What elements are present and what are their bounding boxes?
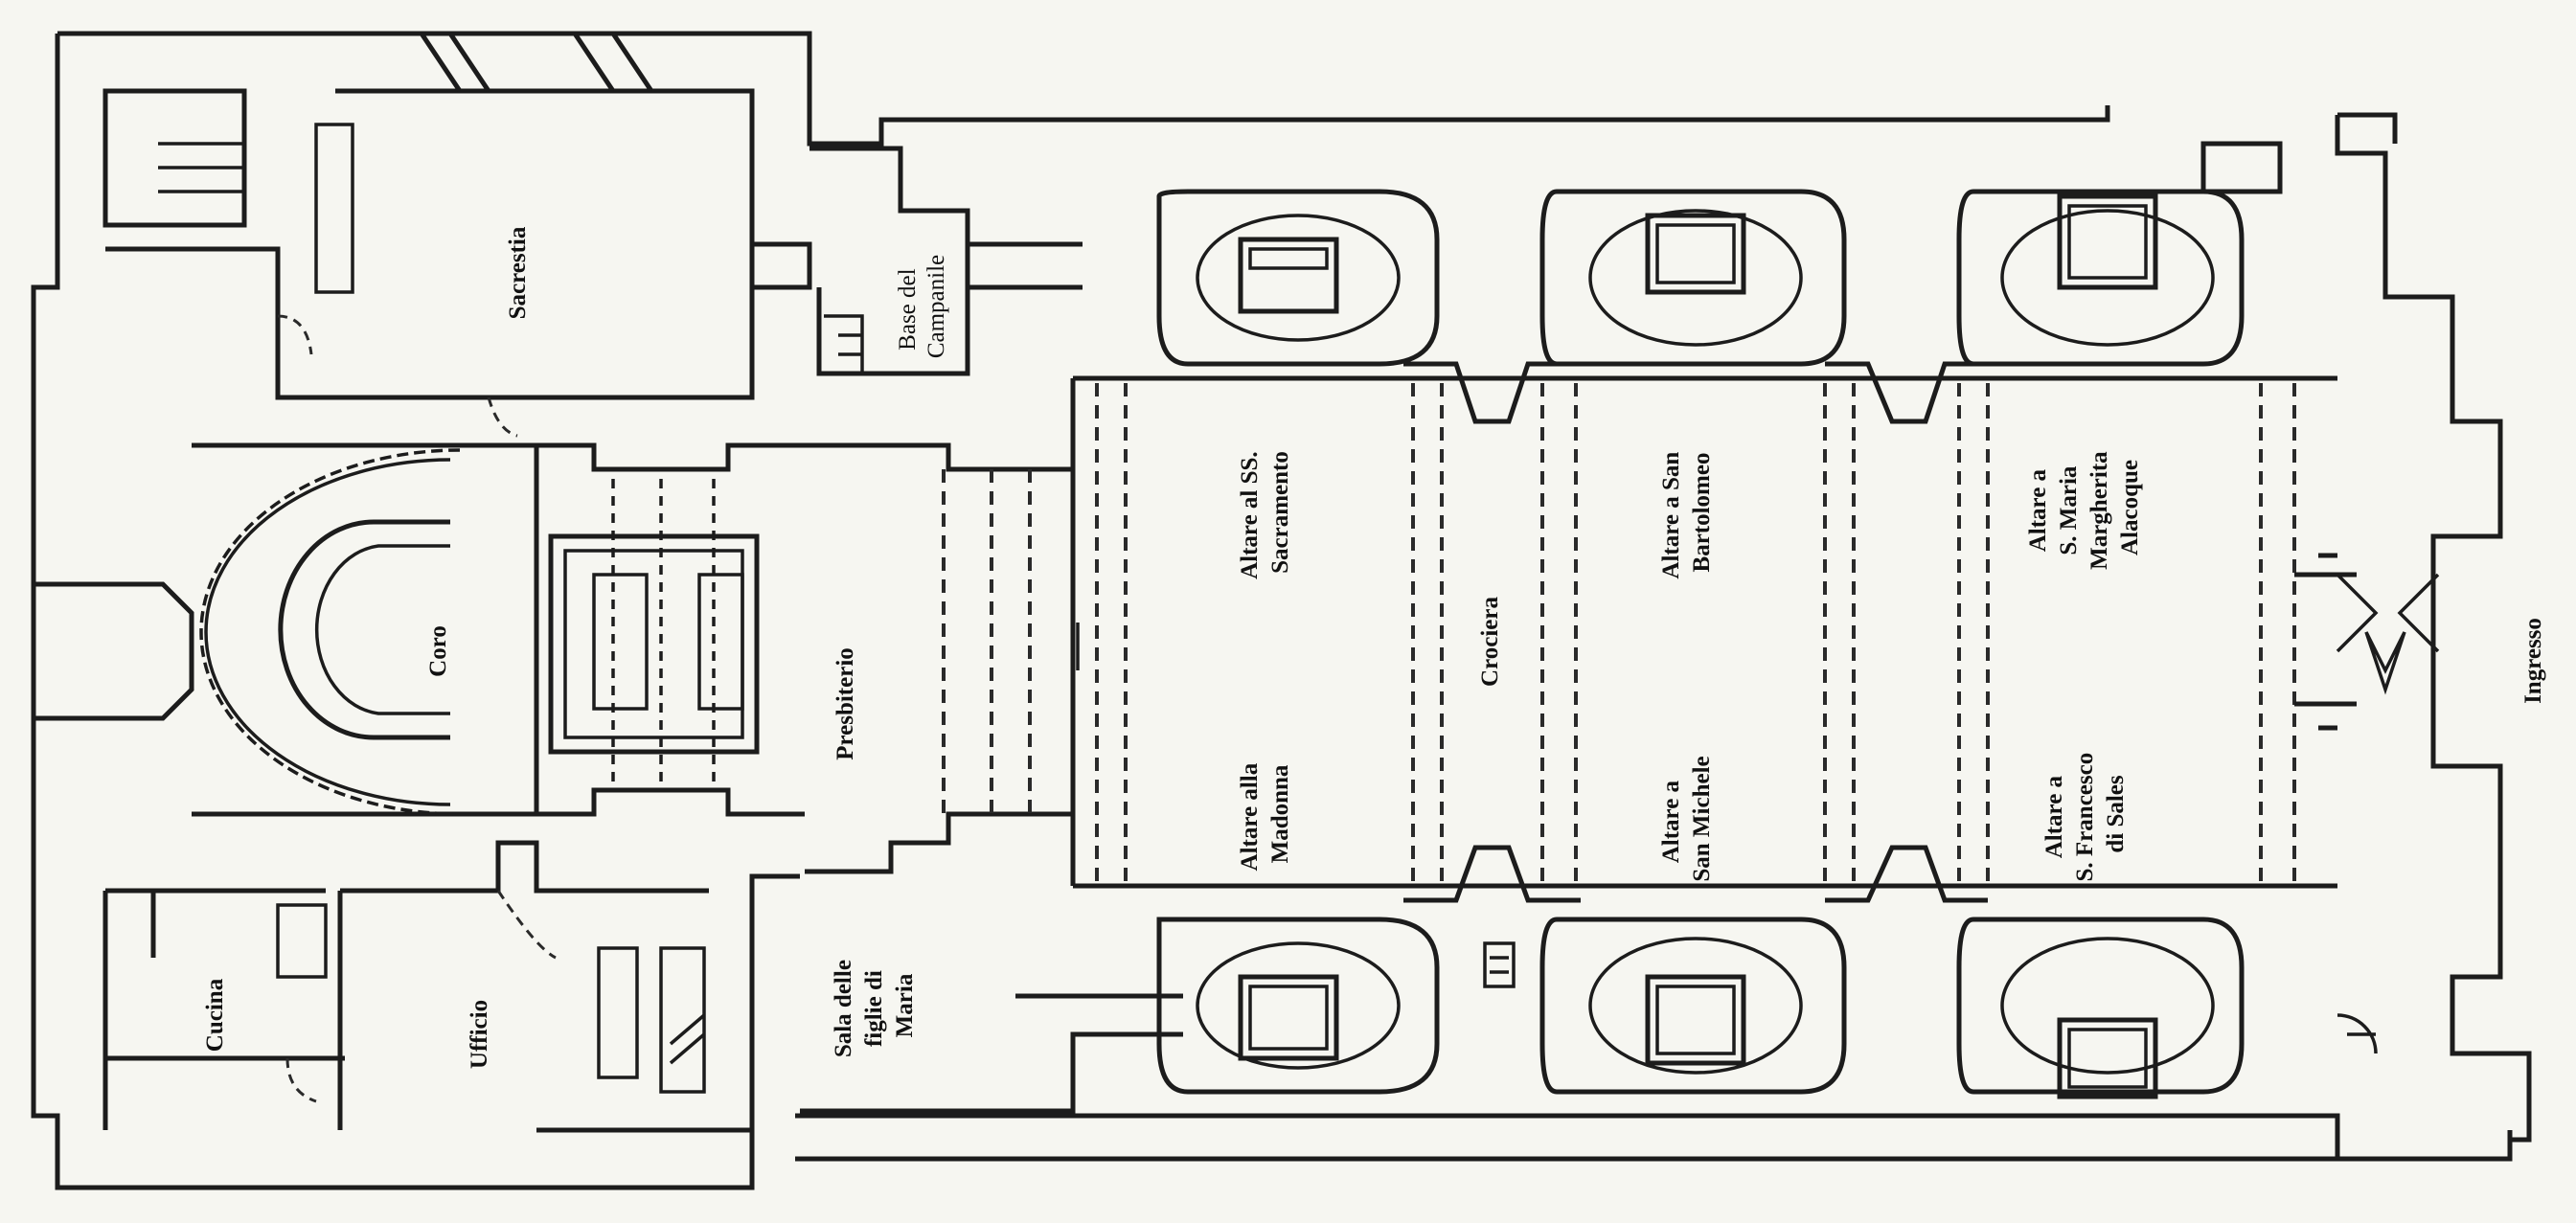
label-altare-bartolomeo: Altare a San Bartolomeo [1658, 445, 1715, 578]
label-coro: Coro [425, 625, 451, 677]
label-presbiterio: Presbiterio [832, 647, 858, 760]
label-base-campanile: Base del Campanile [895, 255, 949, 358]
presbytery [805, 378, 1076, 886]
label-ingresso: Ingresso [2520, 618, 2546, 704]
label-altare-madonna: Altare alla Madonna [1237, 758, 1293, 872]
north-chapels [1156, 189, 2245, 367]
kitchen-office [103, 840, 752, 1133]
label-crociera: Crociera [1477, 597, 1503, 687]
bell-tower-base [809, 146, 1083, 376]
sala-figlie-maria [800, 993, 1183, 1114]
label-altare-francesco: Altare a S. Francesco di Sales [2041, 747, 2129, 882]
outer-walls [31, 31, 2532, 1190]
label-sacrestia: Sacrestia [505, 226, 531, 319]
sacristy-block [103, 32, 812, 438]
room-labels: Sacrestia Base del Campanile Coro Presbi… [202, 226, 2546, 1069]
label-altare-sacramento: Altare al SS. Sacramento [1237, 445, 1293, 579]
label-cucina: Cucina [202, 978, 228, 1052]
nave [1070, 361, 2440, 903]
choir-apse [192, 442, 805, 817]
label-altare-margherita: Altare a S. Maria Margherita Alacoque [2025, 445, 2143, 570]
south-chapels [1156, 917, 2378, 1099]
label-altare-michele: Altare a San Michele [1658, 756, 1715, 881]
label-ufficio: Ufficio [467, 1000, 492, 1069]
label-sala-figlie-maria: Sala delle figlie di Maria [831, 954, 918, 1057]
